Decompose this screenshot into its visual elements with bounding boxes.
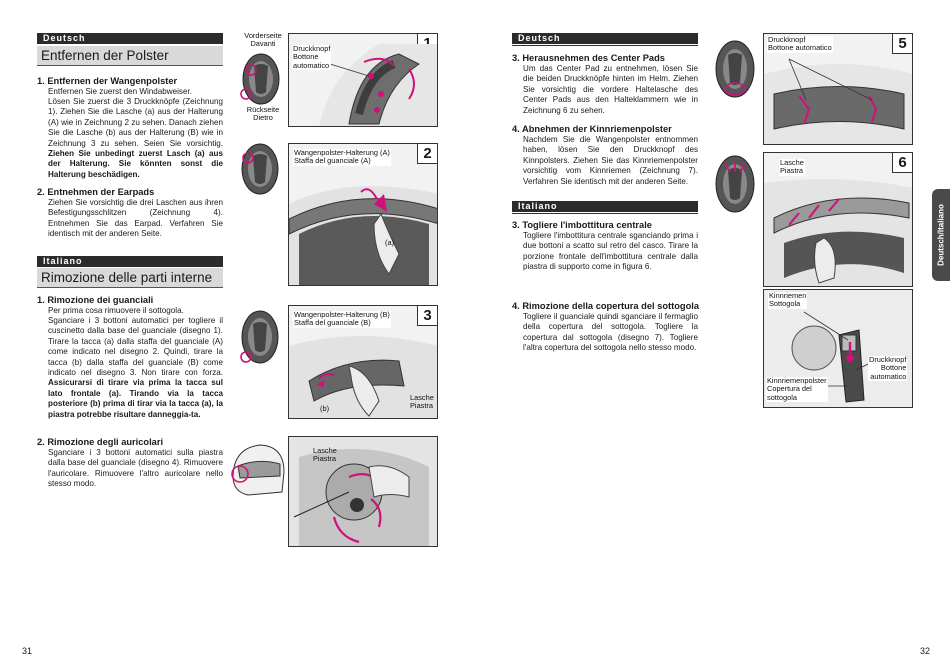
- cheek-pad-bracket-b-illustration: [289, 336, 437, 418]
- section-rule-it: [512, 213, 698, 214]
- center-pad-front-illustration: [764, 179, 912, 286]
- fig2-bracket-de: Wangenpolster-Halterung (A): [294, 148, 390, 157]
- fig7-cover-it2: sottogola: [767, 392, 797, 402]
- figure-2: 2 Wangenpolster-Halterung (A) Staffa del…: [288, 143, 438, 286]
- fig1-button-de: Druckknopf: [293, 44, 331, 53]
- para-wangenpolster-warning: Ziehen Sie unbedingt zuerst Lasch (a) au…: [48, 149, 223, 179]
- fig3-tab-de: Lasche: [410, 393, 434, 402]
- section-label-deutsch: Deutsch: [37, 33, 223, 44]
- section-rule-de: [512, 45, 698, 46]
- helmet-top-icon-2: [241, 143, 279, 195]
- fig7-button-label: Druckknopf Bottone automatico: [868, 355, 908, 382]
- para-guanciali-warning: Assicurarsi di tirare via prima la tacca…: [48, 378, 223, 419]
- fig1-front-it: Davanti: [250, 39, 276, 49]
- fig2-tab-a: (a): [385, 238, 395, 247]
- fig1-back-de: Rückseite: [246, 105, 280, 114]
- helmet-top-icon-3: [240, 310, 279, 364]
- heading-copertura: 4. Rimozione della copertura del sottogo…: [512, 301, 700, 311]
- fig1-front-de: Vorderseite: [244, 31, 282, 40]
- fig7-button-de: Druckknopf: [869, 355, 907, 364]
- fig4-tab-label: Lasche Piastra: [312, 446, 338, 464]
- fig3-tab-label: Lasche Piastra: [409, 393, 435, 411]
- fig7-strap-label: Kinnriemen Sottogola: [768, 291, 808, 309]
- fig5-button-de: Druckknopf: [768, 35, 806, 44]
- fig3-bracket-de: Wangenpolster-Halterung (B): [294, 310, 390, 319]
- figure-7: 7 Kinnriemen Sottogola Druckknopf Botton…: [763, 289, 913, 408]
- section-label-deutsch-right: Deutsch: [512, 33, 698, 44]
- heading-earpads: 2. Entnehmen der Earpads: [37, 187, 155, 197]
- section-title-entfernen: Entfernen der Polster: [37, 46, 223, 66]
- fig3-bracket-label: Wangenpolster-Halterung (B) Staffa del g…: [293, 310, 391, 328]
- fig3-bracket-it: Staffa del guanciale (B): [294, 318, 371, 328]
- para-kinnriemen: Nachdem Sie die Wangenpolster entnommen …: [523, 135, 698, 186]
- para-guanciali: Sganciare i 3 bottoni automatici per tog…: [48, 316, 223, 420]
- fig3-tab-b: (b): [320, 404, 330, 413]
- figure-2-number: 2: [417, 144, 437, 164]
- language-side-tab: Deutsch/Italiano: [932, 189, 950, 281]
- figure-1: 1 Druckknopf Bottone automatico: [288, 33, 438, 127]
- helmet-top-icon-5: [715, 40, 755, 98]
- para-copertura: Togliere il guanciale quindi sganciare i…: [523, 312, 698, 353]
- fig1-back-label: Rückseite Dietro: [238, 105, 288, 123]
- fig7-button-it1: Bottone: [880, 363, 907, 373]
- fig7-button-it2: automatico: [870, 371, 907, 381]
- fig6-tab-de: Lasche: [780, 158, 804, 167]
- heading-kinnriemen: 4. Abnehmen der Kinnriemenpolster: [512, 124, 672, 134]
- para-auricolari: Sganciare i 3 bottoni automatici sulla p…: [48, 448, 223, 489]
- para-guanciali-lead: Per prima cosa rimuovere il sottogola.: [48, 306, 184, 315]
- section-title-rimozione: Rimozione delle parti interne: [37, 268, 223, 288]
- figure-4: 4 Lasche Piastra: [288, 436, 438, 547]
- heading-imbottitura: 3. Togliere l'imbottitura centrale: [512, 220, 652, 230]
- para-guanciali-text: Sganciare i 3 bottoni automatici per tog…: [48, 316, 223, 378]
- fig6-tab-it: Piastra: [780, 166, 804, 176]
- language-side-tab-label: Deutsch/Italiano: [936, 204, 946, 266]
- fig7-cover-it1: Copertura del: [767, 384, 812, 394]
- fig1-button-it2: automatico: [293, 60, 330, 70]
- para-wangenpolster: Lösen Sie zuerst die 3 Druckknöpfe (Zeic…: [48, 97, 223, 180]
- fig7-strap-it: Sottogola: [769, 299, 801, 309]
- fig7-cover-label: Kinnriemenpolster Copertura del sottogol…: [766, 376, 828, 403]
- figure-5-number: 5: [892, 34, 912, 54]
- fig5-button-it: Bottone automatico: [768, 43, 832, 53]
- figure-5: 5 Druckknopf Bottone automatico: [763, 33, 913, 145]
- heading-center-pad: 3. Herausnehmen des Center Pads: [512, 53, 665, 63]
- heading-wangenpolster: 1. Entfernen der Wangenpolster: [37, 76, 178, 86]
- para-earpads: Ziehen Sie vorsichtig die drei Laschen a…: [48, 198, 223, 239]
- figure-3-number: 3: [417, 306, 437, 326]
- fig4-tab-de: Lasche: [313, 446, 337, 455]
- section-label-italiano-right: Italiano: [512, 201, 698, 212]
- para-wangenpolster-text: Lösen Sie zuerst die 3 Druckknöpfe (Zeic…: [48, 97, 223, 148]
- fig5-button-label: Druckknopf Bottone automatico: [767, 35, 833, 53]
- fig7-cover-de: Kinnriemenpolster: [767, 376, 827, 385]
- heading-guanciali: 1. Rimozione dei guanciali: [37, 295, 154, 305]
- fig2-bracket-it: Staffa del guanciale (A): [294, 156, 371, 166]
- fig7-strap-de: Kinnriemen: [769, 291, 807, 300]
- figure-6-number: 6: [892, 153, 912, 173]
- fig1-button-label: Druckknopf Bottone automatico: [292, 44, 332, 71]
- helmet-top-icon-6: [715, 155, 755, 213]
- figure-3: 3 Wangenpolster-Halterung (B) Staffa del…: [288, 305, 438, 419]
- para-wangenpolster-lead: Entfernen Sie zuerst den Windabweiser.: [48, 87, 192, 96]
- page-number-right: 32: [920, 646, 931, 656]
- fig2-bracket-label: Wangenpolster-Halterung (A) Staffa del g…: [293, 148, 391, 166]
- center-pad-snaps-illustration: [764, 58, 912, 144]
- fig6-tab-label: Lasche Piastra: [779, 158, 805, 176]
- fig3-tab-it: Piastra: [410, 401, 434, 411]
- heading-auricolari: 2. Rimozione degli auricolari: [37, 437, 164, 447]
- section-label-italiano: Italiano: [37, 256, 223, 267]
- helmet-top-icon: [240, 53, 280, 105]
- fig4-tab-it: Piastra: [313, 454, 337, 464]
- para-center-pad: Um das Center Pad zu entnehmen, lösen Si…: [523, 64, 698, 115]
- fig1-back-it: Dietro: [253, 113, 273, 123]
- page-number-left: 31: [22, 646, 33, 656]
- cheek-pad-bracket-a-illustration: [289, 186, 437, 285]
- para-imbottitura: Togliere l'imbottitura centrale sgancian…: [523, 231, 698, 272]
- helmet-side-icon: [231, 444, 285, 496]
- fig1-button-it1: Bottone: [293, 52, 319, 62]
- earpad-removal-illustration: [289, 437, 437, 546]
- chin-strap-cover-illustration: [764, 290, 912, 407]
- figure-6: 6 Lasche Piastra: [763, 152, 913, 287]
- cheek-pad-snap-illustration: [316, 44, 437, 126]
- fig1-front-label: Vorderseite Davanti: [238, 31, 288, 49]
